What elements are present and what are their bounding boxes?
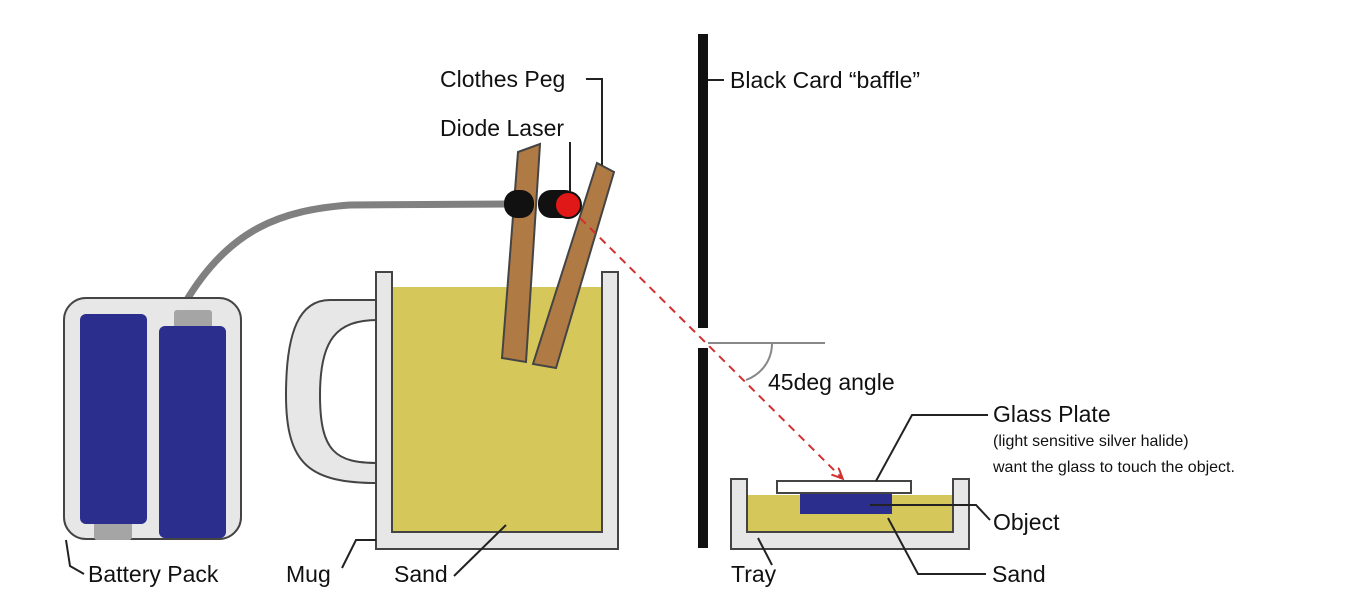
clothes-peg-leader [586, 78, 603, 165]
battery-cell-right [159, 326, 226, 538]
battery-terminal-bottom [94, 520, 132, 540]
label-clothes-peg: Clothes Peg [440, 66, 565, 92]
label-black-card: Black Card “baffle” [730, 67, 920, 93]
mug-body [375, 271, 619, 550]
label-sand-tray: Sand [992, 561, 1046, 587]
angle-arc [745, 342, 773, 381]
laser-beam [579, 217, 842, 478]
label-glass-plate-note1: (light sensitive silver halide) [993, 433, 1189, 450]
label-glass-plate-note2: want the glass to touch the object. [992, 459, 1235, 476]
label-angle: 45deg angle [768, 369, 895, 395]
battery-pack [63, 297, 242, 540]
battery-cell-left [80, 314, 147, 524]
mug-sand-leader [453, 524, 507, 577]
mug-handle [284, 299, 379, 485]
label-sand-mug: Sand [394, 561, 448, 587]
label-object: Object [993, 509, 1060, 535]
tray-body [730, 478, 970, 550]
diode-laser [504, 190, 582, 219]
object-leader [870, 504, 991, 521]
tray [730, 478, 970, 550]
mug-leader [341, 539, 376, 569]
tray-sand-leader [887, 517, 986, 575]
label-tray: Tray [731, 561, 777, 587]
tray-leader [757, 537, 773, 566]
label-battery-pack: Battery Pack [88, 561, 219, 587]
label-glass-plate: Glass Plate [993, 401, 1111, 427]
peg-leg-right [531, 161, 616, 370]
battery-pack-leader [65, 539, 85, 575]
laser-body-back [504, 190, 534, 218]
laser-aperture [554, 191, 582, 219]
baffle-lower [698, 348, 708, 548]
label-diode-laser: Diode Laser [440, 115, 564, 141]
glass-plate [776, 480, 912, 494]
power-cable [184, 200, 516, 302]
baffle-upper [698, 34, 708, 328]
battery-terminal-top [174, 310, 212, 330]
label-mug: Mug [286, 561, 331, 587]
glass-plate-leader [875, 414, 988, 482]
